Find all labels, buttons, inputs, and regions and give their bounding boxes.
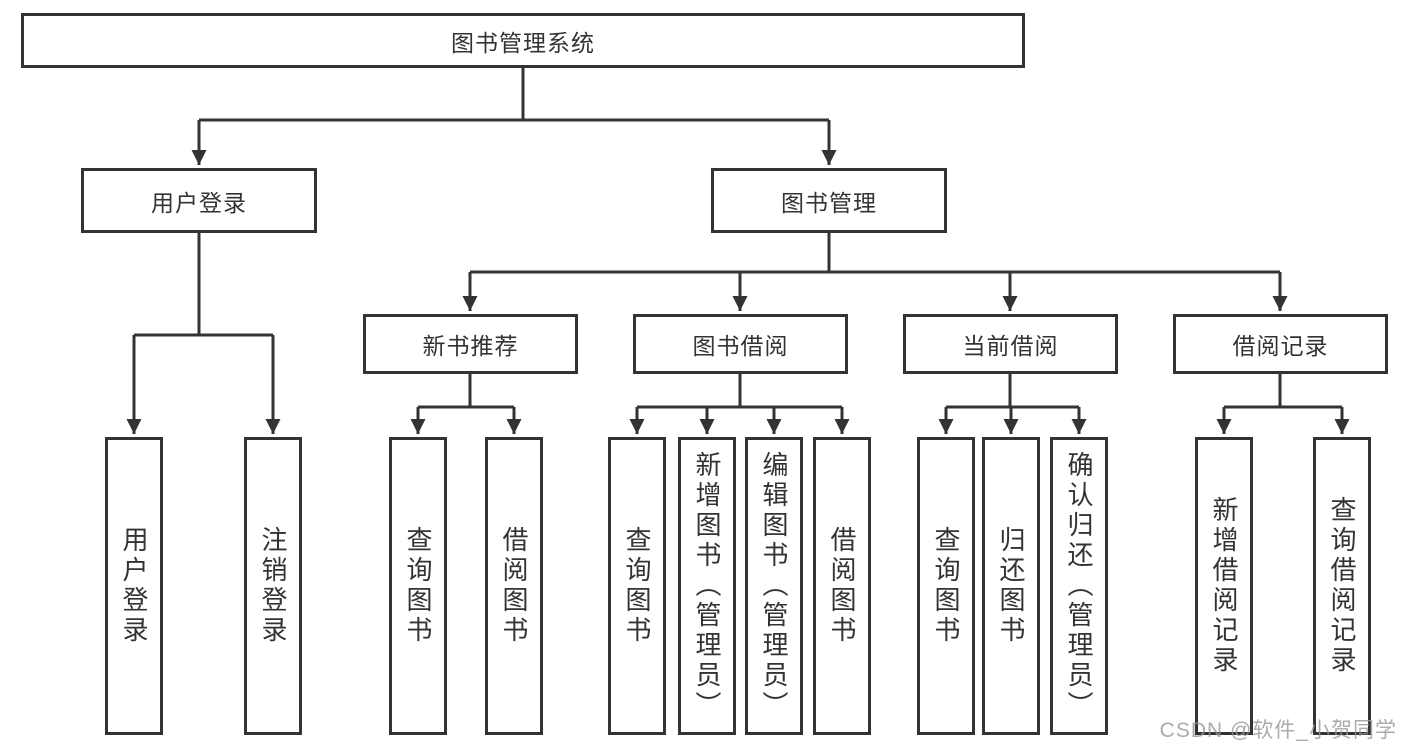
- leaf-label: 注销登录: [258, 526, 288, 646]
- leaf-label: 借阅图书: [827, 526, 857, 646]
- leaf-label: 查询图书: [622, 526, 652, 646]
- leaf-label: 查询图书: [403, 526, 433, 646]
- leaf-borrow-books: 借阅图书: [813, 437, 871, 735]
- leaf-label: 用户登录: [119, 526, 149, 646]
- csdn-watermark: CSDN @软件_小贺同学: [1159, 719, 1397, 742]
- node-user-login: 用户登录: [81, 168, 317, 233]
- leaf-label: 新增借阅记录: [1209, 496, 1239, 676]
- leaf-search-borrow-record: 查询借阅记录: [1313, 437, 1371, 735]
- leaf-user-login: 用户登录: [105, 437, 163, 735]
- node-current-borrowing: 当前借阅: [903, 314, 1118, 374]
- connector-new-book-to-leaves: [410, 374, 522, 434]
- node-new-book-recommendation: 新书推荐: [363, 314, 578, 374]
- leaf-edit-books-admin: 编辑图书（管理员）: [745, 437, 803, 735]
- node-library-management-system: 图书管理系统: [21, 13, 1025, 68]
- node-book-borrowing: 图书借阅: [633, 314, 848, 374]
- leaf-label: 归还图书: [996, 526, 1026, 646]
- leaf-confirm-return-admin: 确认归还（管理员）: [1050, 437, 1108, 735]
- leaf-label: 借阅图书: [499, 526, 529, 646]
- leaf-search-books: 查询图书: [608, 437, 666, 735]
- leaf-label: 新增图书（管理员）: [692, 451, 722, 721]
- connector-book-borrow-to-leaves: [629, 374, 850, 434]
- node-borrowing-records: 借阅记录: [1173, 314, 1388, 374]
- leaf-label: 查询借阅记录: [1327, 496, 1357, 676]
- connector-book-mgmt-to-level3: [462, 233, 1288, 311]
- leaf-label: 编辑图书（管理员）: [759, 451, 789, 721]
- leaf-borrow-books: 借阅图书: [485, 437, 543, 735]
- leaf-label: 确认归还（管理员）: [1064, 451, 1094, 721]
- connector-root-to-level2: [191, 68, 837, 165]
- connector-borrow-record-to-leaves: [1216, 374, 1350, 434]
- leaf-logout: 注销登录: [244, 437, 302, 735]
- leaf-label: 查询图书: [931, 526, 961, 646]
- leaf-add-books-admin: 新增图书（管理员）: [678, 437, 736, 735]
- leaf-return-books: 归还图书: [982, 437, 1040, 735]
- connector-current-borrow-to-leaves: [938, 374, 1087, 434]
- leaf-search-books: 查询图书: [389, 437, 447, 735]
- leaf-add-borrow-record: 新增借阅记录: [1195, 437, 1253, 735]
- node-book-management: 图书管理: [711, 168, 947, 233]
- connector-user-login-to-leaves: [126, 233, 281, 434]
- leaf-search-books: 查询图书: [917, 437, 975, 735]
